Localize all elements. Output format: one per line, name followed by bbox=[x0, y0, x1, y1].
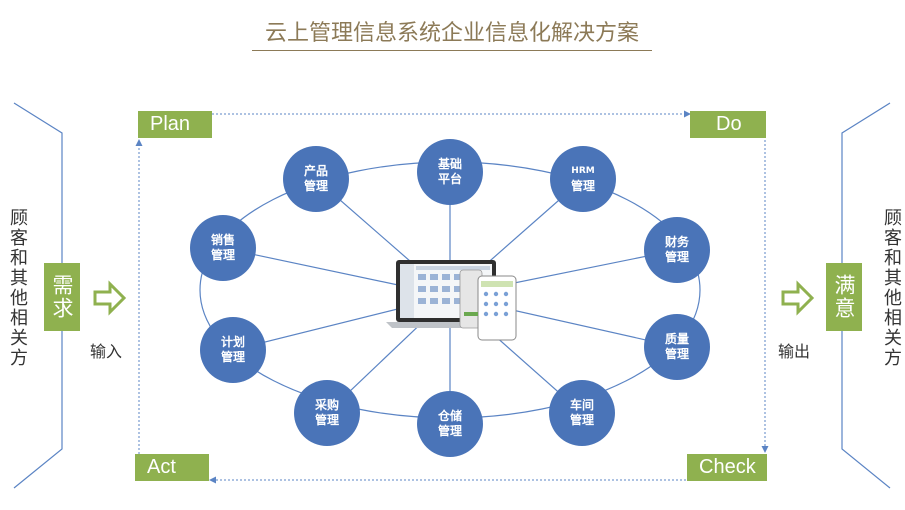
page-title: 云上管理信息系统企业信息化解决方案 bbox=[252, 18, 652, 51]
node-base-platform: 基础 平台 bbox=[417, 139, 483, 205]
node-planning-management: 计划 管理 bbox=[200, 317, 266, 383]
input-label: 输入 bbox=[90, 342, 123, 361]
node-line1: HRM bbox=[571, 166, 595, 176]
node-warehouse-management: 仓储 管理 bbox=[417, 391, 483, 457]
act-label: Act bbox=[135, 454, 209, 481]
node-line1: 计划 bbox=[220, 335, 245, 349]
node-line2: 管理 bbox=[314, 413, 339, 427]
check-label: Check bbox=[687, 454, 767, 481]
node-line1: 销售 bbox=[210, 233, 235, 247]
node-workshop-management: 车间 管理 bbox=[549, 380, 615, 446]
node-line2: 管理 bbox=[437, 424, 462, 438]
hollow-right-arrow-icon bbox=[781, 280, 815, 316]
left-source-text: 顾客和其他相关方 bbox=[7, 208, 28, 368]
node-line1: 质量 bbox=[664, 332, 689, 346]
output-label: 输出 bbox=[778, 342, 811, 361]
node-line1: 财务 bbox=[664, 235, 689, 249]
do-label: Do bbox=[690, 111, 766, 138]
node-line2: 管理 bbox=[220, 350, 245, 364]
hollow-right-arrow-icon bbox=[93, 280, 127, 316]
node-product-management: 产品 管理 bbox=[283, 146, 349, 212]
node-line2: 管理 bbox=[664, 250, 689, 264]
node-line1: 采购 bbox=[314, 398, 339, 412]
node-purchasing-management: 采购 管理 bbox=[294, 380, 360, 446]
node-line2: 管理 bbox=[303, 179, 328, 193]
node-line2: 平台 bbox=[437, 172, 462, 186]
node-sales-management: 销售 管理 bbox=[190, 215, 256, 281]
laptop-and-phone-device bbox=[386, 260, 517, 341]
node-line2: 管理 bbox=[664, 347, 689, 361]
demand-box: 需求 bbox=[44, 263, 80, 331]
node-line2: 管理 bbox=[569, 413, 594, 427]
node-line1: 车间 bbox=[569, 398, 594, 412]
satisfaction-box: 满意 bbox=[826, 263, 862, 331]
right-target-text: 顾客和其他相关方 bbox=[881, 208, 902, 368]
node-finance-management: 财务 管理 bbox=[644, 217, 710, 283]
node-line2: 管理 bbox=[570, 179, 595, 193]
pdca-cycle-arrows bbox=[135, 110, 769, 484]
node-line1: 仓储 bbox=[437, 409, 462, 423]
node-line1: 产品 bbox=[303, 164, 328, 178]
plan-label: Plan bbox=[138, 111, 212, 138]
node-quality-management: 质量 管理 bbox=[644, 314, 710, 380]
node-line2: 管理 bbox=[210, 248, 235, 262]
node-line1: 基础 bbox=[437, 157, 462, 171]
node-hrm-management: HRM 管理 bbox=[550, 146, 616, 212]
